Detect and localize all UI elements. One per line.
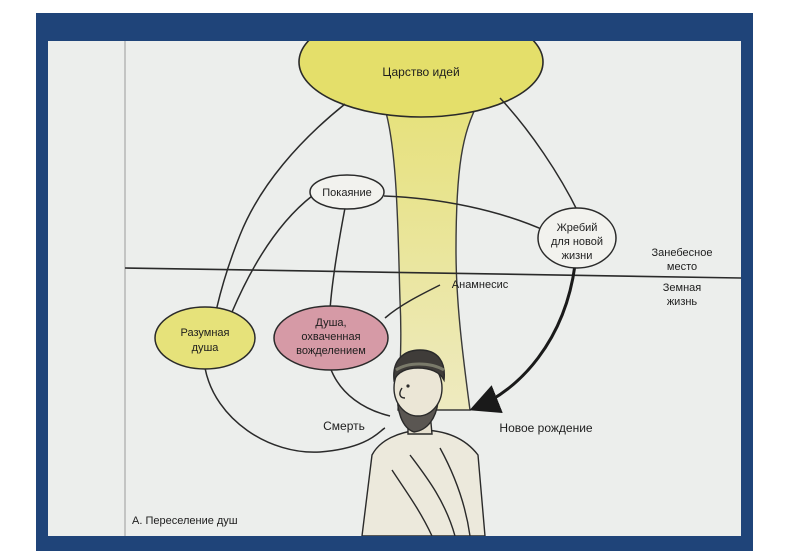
supercelestial-label-line1: Занебесное (652, 247, 713, 259)
rational-soul-ellipse (154, 306, 256, 370)
lustful-soul-label-line3: вожделением (296, 345, 366, 357)
curve-lustful-soul-to-death (329, 366, 391, 417)
rational-soul-label-line2: душа (192, 342, 220, 354)
lot-ellipse (537, 207, 617, 269)
death-label: Смерть (323, 419, 365, 433)
realm-of-ideas-ellipse (298, 41, 544, 118)
anamnesis-label: Анамнесис (452, 279, 509, 291)
lot-label-line3: жизни (562, 250, 593, 262)
lustful-soul-label-line1: Душа, (315, 317, 346, 329)
earthly-label-line1: Земная (663, 282, 702, 294)
supercelestial-label-line2: место (667, 261, 697, 273)
new-birth-label: Новое рождение (499, 421, 593, 435)
lot-label-line2: для новой (551, 236, 603, 248)
lustful-soul-label-line2: охваченная (301, 331, 360, 343)
philosopher-figure (361, 349, 486, 536)
curve-repentance-to-lot (383, 195, 549, 233)
curve-repentance-to-lustful-soul (329, 207, 346, 311)
repentance-label: Покаяние (322, 187, 372, 199)
earthly-label-line2: жизнь (667, 296, 698, 308)
curve-ideas-to-lot (499, 97, 579, 213)
curve-repentance-to-rational-soul (231, 195, 313, 313)
rational-soul-label-line1: Разумная (181, 327, 230, 339)
lot-label-line1: Жребий (557, 222, 598, 234)
repentance-ellipse (309, 174, 385, 210)
figure-caption: А. Переселение душ (132, 515, 238, 527)
curve-lustful-soul-to-anamnesis (384, 284, 441, 319)
lustful-soul-ellipse (273, 305, 389, 371)
curve-rational-soul-to-death (204, 367, 386, 453)
arrow-lot-to-new-birth (469, 264, 577, 413)
ideas-realm-label: Царство идей (382, 65, 459, 79)
